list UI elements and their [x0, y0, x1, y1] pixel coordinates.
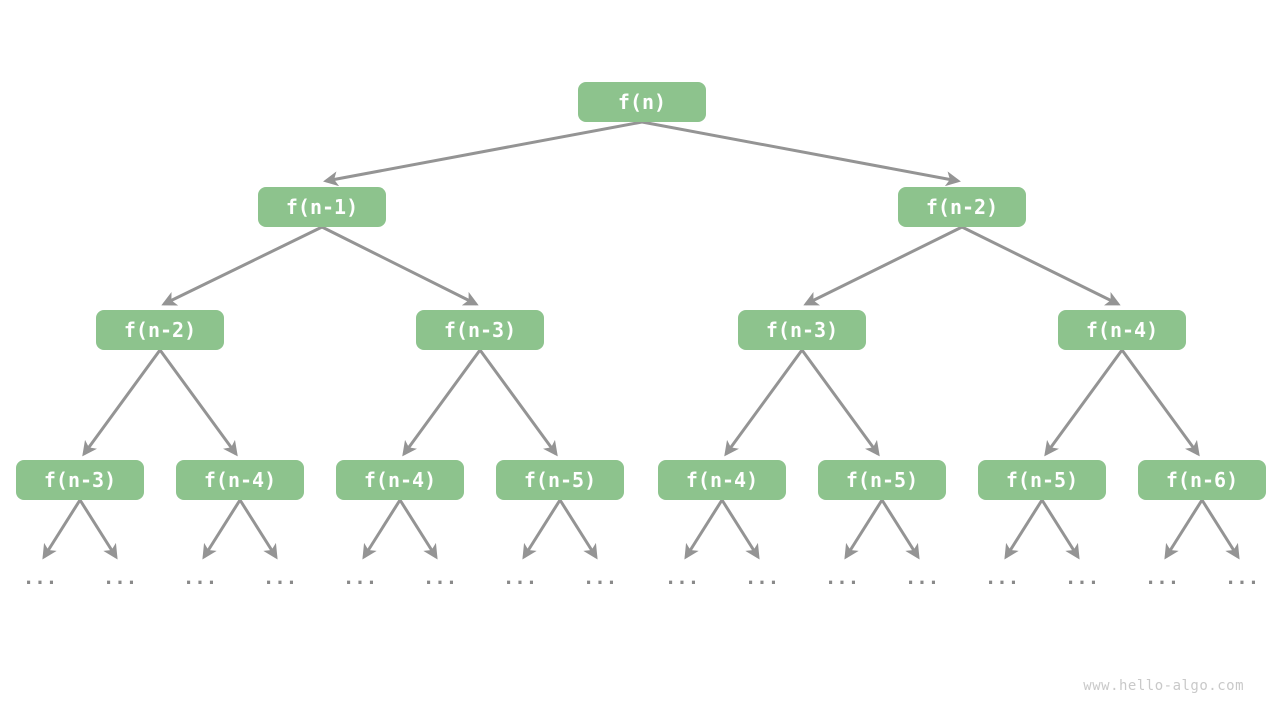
- edge-l3a-l4a: [82, 349, 162, 457]
- edge-l4f-dots: [880, 499, 920, 560]
- edge-l3a-l4b: [158, 349, 238, 457]
- edge-l4h-dots: [1200, 499, 1240, 560]
- edge-l4e-dots: [720, 499, 760, 560]
- edge-l3b-l4d: [478, 349, 558, 457]
- node-l2-1: f(n-2): [898, 187, 1026, 227]
- node-l4-7: f(n-6): [1138, 460, 1266, 500]
- edge-l4a-dots: [42, 499, 82, 560]
- watermark: www.hello-algo.com: [1083, 678, 1244, 694]
- ellipsis-label: ...: [1144, 567, 1180, 589]
- ellipsis-label: ...: [182, 567, 218, 589]
- ellipsis-label: ...: [984, 567, 1020, 589]
- edge-root-l2b: [641, 120, 961, 187]
- edge-l2a-l3b: [321, 225, 479, 306]
- node-l4-4: f(n-4): [658, 460, 786, 500]
- edge-l4b-dots: [202, 499, 242, 560]
- ellipsis-label: ...: [1224, 567, 1260, 589]
- edge-l4d-dots: [558, 499, 598, 560]
- edge-l3c-l4e: [724, 349, 804, 457]
- ellipsis-label: ...: [102, 567, 138, 589]
- edge-l4c-dots: [362, 499, 402, 560]
- node-l4-5: f(n-5): [818, 460, 946, 500]
- ellipsis-label: ...: [904, 567, 940, 589]
- edge-l4f-dots: [844, 499, 884, 560]
- node-l3-1: f(n-3): [416, 310, 544, 350]
- ellipsis-label: ...: [502, 567, 538, 589]
- node-l2-0: f(n-1): [258, 187, 386, 227]
- edge-l3b-l4c: [402, 349, 482, 457]
- node-l4-6: f(n-5): [978, 460, 1106, 500]
- edge-l4g-dots: [1040, 499, 1080, 560]
- ellipsis-label: ...: [582, 567, 618, 589]
- edge-l2a-l3a: [161, 225, 323, 306]
- node-l3-2: f(n-3): [738, 310, 866, 350]
- edge-l4b-dots: [238, 499, 278, 560]
- ellipsis-label: ...: [824, 567, 860, 589]
- edge-l4a-dots: [78, 499, 118, 560]
- ellipsis-label: ...: [22, 567, 58, 589]
- edge-l4h-dots: [1164, 499, 1204, 560]
- ellipsis-label: ...: [342, 567, 378, 589]
- edge-l4g-dots: [1004, 499, 1044, 560]
- ellipsis-label: ...: [744, 567, 780, 589]
- edge-l3c-l4f: [800, 349, 880, 457]
- edge-l4e-dots: [684, 499, 724, 560]
- node-root: f(n): [578, 82, 706, 122]
- node-l4-0: f(n-3): [16, 460, 144, 500]
- ellipsis-label: ...: [664, 567, 700, 589]
- node-l4-2: f(n-4): [336, 460, 464, 500]
- node-l4-1: f(n-4): [176, 460, 304, 500]
- edge-l4d-dots: [522, 499, 562, 560]
- edge-l3d-l4h: [1120, 349, 1200, 457]
- ellipsis-label: ...: [262, 567, 298, 589]
- node-l3-3: f(n-4): [1058, 310, 1186, 350]
- edge-l4c-dots: [398, 499, 438, 560]
- ellipsis-label: ...: [1064, 567, 1100, 589]
- edge-l2b-l3d: [961, 225, 1121, 306]
- ellipsis-label: ...: [422, 567, 458, 589]
- node-l3-0: f(n-2): [96, 310, 224, 350]
- edge-l2b-l3c: [803, 225, 963, 306]
- edge-root-l2a: [323, 120, 643, 187]
- node-l4-3: f(n-5): [496, 460, 624, 500]
- edge-l3d-l4g: [1044, 349, 1124, 457]
